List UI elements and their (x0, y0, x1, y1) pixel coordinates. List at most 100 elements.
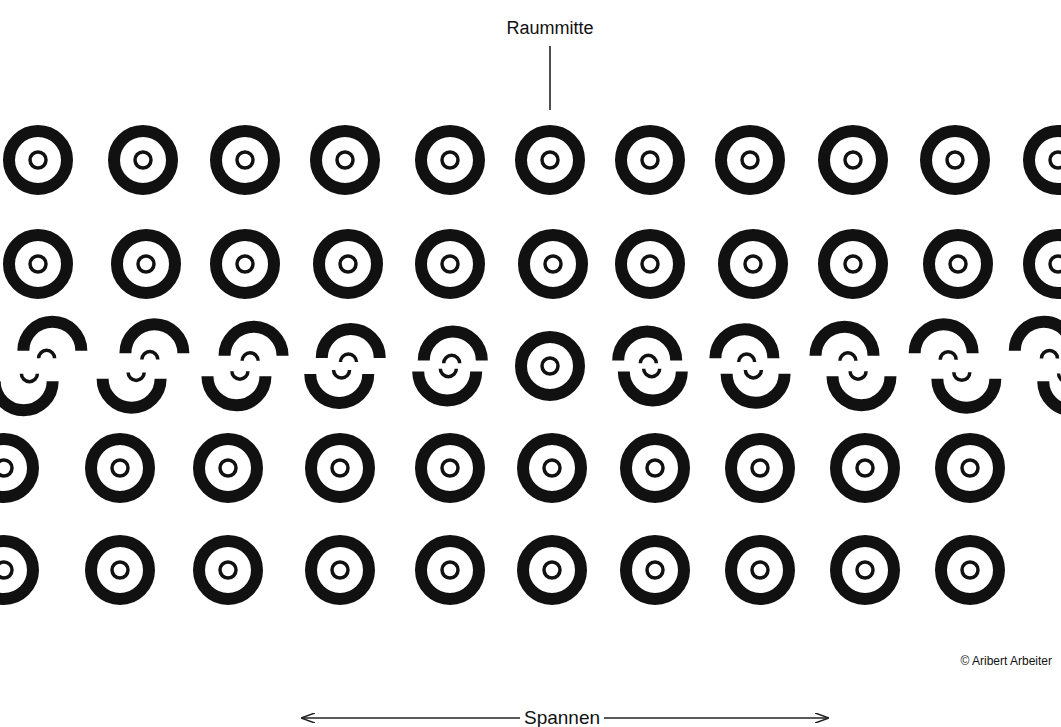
ring-core (442, 152, 458, 168)
ring (626, 439, 684, 497)
ring-core (962, 460, 978, 476)
ring-core (332, 460, 348, 476)
ring-core (857, 562, 873, 578)
ring-core (138, 256, 154, 272)
ring-core-half (850, 371, 866, 379)
ring-core (742, 152, 758, 168)
ring-half (816, 327, 874, 356)
ring (421, 541, 479, 599)
ring (1029, 235, 1061, 293)
ring-core (845, 256, 861, 272)
ring (199, 541, 257, 599)
ring (421, 235, 479, 293)
ring-core (332, 562, 348, 578)
ring-core-half (644, 369, 660, 377)
ring-core-half (444, 355, 460, 363)
ring-core (647, 460, 663, 476)
leader-line (549, 46, 551, 110)
ring (91, 439, 149, 497)
ring (316, 131, 374, 189)
ring-core (112, 562, 128, 578)
ring-core-half (1041, 350, 1057, 358)
ring-core (135, 152, 151, 168)
ring-core (962, 562, 978, 578)
ring (521, 337, 579, 395)
ring-core (220, 460, 236, 476)
ring-core (642, 256, 658, 272)
ring (216, 235, 274, 293)
ring (9, 131, 67, 189)
ring (523, 439, 581, 497)
ring-core-half (232, 371, 248, 379)
ring (621, 131, 679, 189)
ring-core (442, 460, 458, 476)
copyright-note: © Aribert Arbeiter (956, 654, 1056, 668)
ring (319, 235, 377, 293)
ring-half (1015, 322, 1061, 351)
ring-core (745, 256, 761, 272)
ring (421, 131, 479, 189)
ring-core (542, 358, 558, 374)
ring (91, 541, 149, 599)
ring-core-half (640, 355, 656, 363)
ring-core-half (440, 369, 456, 377)
ring-core (857, 460, 873, 476)
ring-half (937, 379, 995, 408)
ring (421, 439, 479, 497)
ring-core (30, 152, 46, 168)
ring (524, 235, 582, 293)
ring-core-half (142, 352, 158, 360)
axis-label: Raummitte (502, 18, 597, 39)
ring (926, 131, 984, 189)
ring (824, 131, 882, 189)
ring-core-half (1059, 374, 1061, 382)
ring-core-half (954, 372, 970, 380)
ring-core (442, 562, 458, 578)
ring (724, 235, 782, 293)
ring-half (832, 376, 890, 405)
ring-core (340, 256, 356, 272)
ring-half (0, 381, 53, 410)
ring-core-half (21, 374, 37, 382)
ring-core-half (745, 370, 761, 378)
ring-core (545, 256, 561, 272)
ring-core-half (940, 352, 956, 360)
ring-core (1050, 152, 1061, 168)
ring (0, 439, 33, 497)
ring-grid (0, 131, 1061, 599)
ring-core (237, 256, 253, 272)
ring-half (225, 327, 283, 356)
ring (941, 541, 999, 599)
ring-core (542, 152, 558, 168)
ring (9, 235, 67, 293)
ring (836, 439, 894, 497)
ring-half (1043, 381, 1061, 410)
ring (311, 439, 369, 497)
ring (731, 541, 789, 599)
ring-core (30, 256, 46, 272)
ring (0, 541, 33, 599)
ring-core (0, 460, 12, 476)
ring (216, 131, 274, 189)
ring-core (950, 256, 966, 272)
ring-core (752, 562, 768, 578)
axis-label: Spannen (520, 707, 604, 727)
ring-core (752, 460, 768, 476)
ring-core (0, 562, 12, 578)
ring (621, 235, 679, 293)
ring-core-half (840, 353, 856, 361)
ring (626, 541, 684, 599)
ring-half (103, 379, 161, 408)
ring (117, 235, 175, 293)
ring-core-half (39, 350, 55, 358)
ring-core (647, 562, 663, 578)
ring-core (337, 152, 353, 168)
ring-core (642, 152, 658, 168)
ring-core (1050, 256, 1061, 272)
ring (1029, 131, 1061, 189)
ring (836, 541, 894, 599)
ring-half (915, 324, 973, 353)
ring (521, 131, 579, 189)
ring-core-half (242, 353, 258, 361)
